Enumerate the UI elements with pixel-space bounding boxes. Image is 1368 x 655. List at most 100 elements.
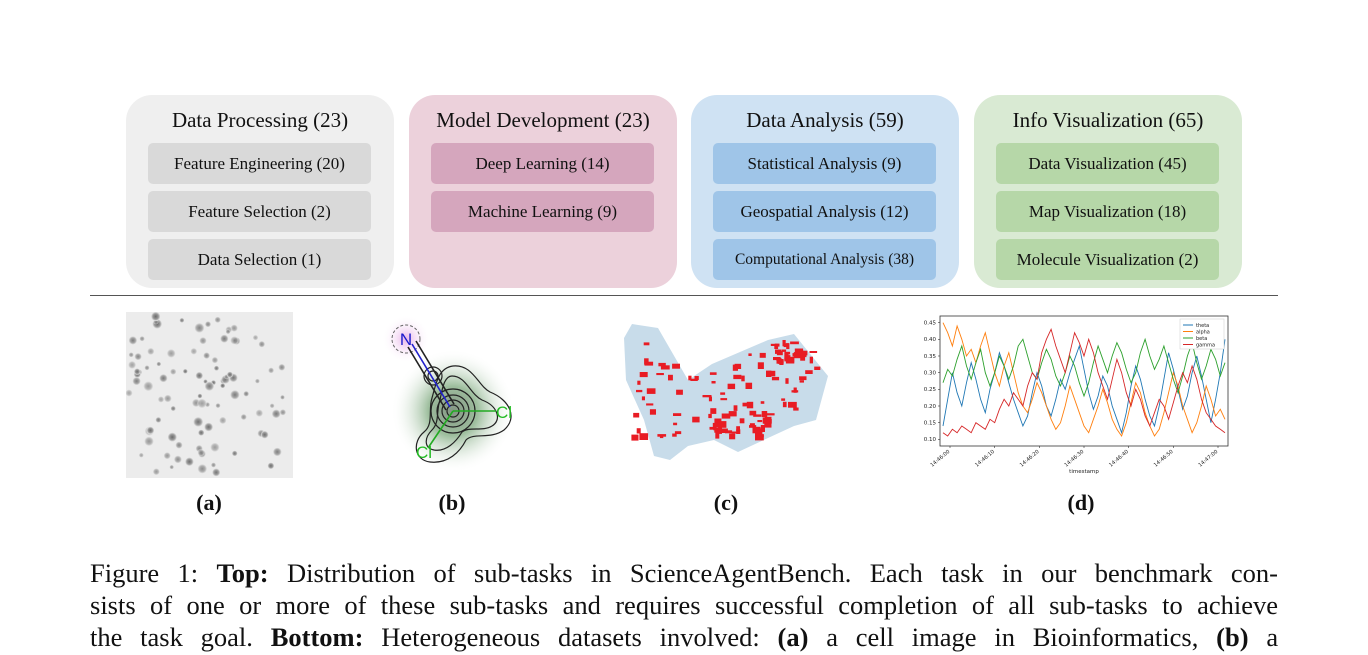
cell-blob [151,312,161,322]
legend-label: gamma [1196,342,1215,348]
building [672,363,680,369]
legend-label: alpha [1196,329,1210,335]
building [720,428,728,433]
category-title: Model Development (23) [436,108,650,132]
building [753,414,762,417]
cell-blob [152,468,160,476]
category-title: Info Visualization (65) [1012,108,1204,132]
subtask-box: Statistical Analysis (9) [713,143,936,184]
building [759,352,766,358]
category-panel-model-development: Model Development (23) Deep Learning (14… [409,95,677,288]
building [767,370,776,377]
cell-blob [164,394,172,403]
building [659,434,664,439]
cell-blob [271,409,281,419]
building [639,372,648,378]
cell-blob [134,353,142,361]
building [782,340,786,347]
building [673,413,682,416]
molecule-image: N Cl Cl [382,315,515,473]
series-line-beta [942,337,1226,398]
cell-image [126,312,293,478]
building [660,365,670,370]
building [673,422,678,426]
building [749,410,757,416]
building [646,388,656,394]
x-tick-label: 14:46:40 [1108,449,1130,469]
building [770,343,778,346]
cell-blob [169,464,174,470]
subtask-box: Map Visualization (18) [996,191,1219,232]
cell-blob [155,417,162,423]
building [755,434,764,441]
building [800,355,806,361]
cell-blob [243,391,249,397]
building [809,351,818,353]
building [643,342,650,346]
building [761,411,768,418]
building [717,421,727,428]
building [734,363,742,369]
building [692,416,700,423]
y-tick-label: 0.35 [924,354,937,360]
cell-blob [147,347,155,355]
cell-blob [159,374,168,383]
cell-blob [199,337,207,345]
building [727,383,736,390]
cell-blob [279,409,286,416]
category-title: Data Processing (23) [171,108,349,132]
building [788,401,797,408]
building [794,348,804,355]
atom-highlight [382,315,430,363]
cell-blob [211,462,216,468]
cell-blob [269,403,275,409]
building [721,413,731,419]
cell-blob [220,334,229,343]
caption-bold: Bottom: [270,622,364,652]
building [720,392,726,395]
cell-blob [197,449,205,456]
building [708,413,712,419]
building [690,378,698,381]
building [766,413,775,416]
building [733,405,738,411]
cell-blob [128,336,138,345]
y-tick-label: 0.45 [924,320,937,326]
cell-blob [258,341,265,348]
y-tick-label: 0.25 [924,387,937,393]
y-tick-label: 0.10 [924,437,937,443]
atom-label: Cl [496,403,512,422]
cell-blob [138,452,144,458]
x-tick-label: 14:46:30 [1064,449,1086,469]
building [709,372,717,375]
building [791,390,799,393]
subtask-box: Machine Learning (9) [431,191,654,232]
building [636,428,641,434]
caption-text: the task goal. [90,622,253,652]
building [656,373,664,376]
category-panel-data-processing: Data Processing (23) Feature Engineering… [126,95,394,288]
cell-blob [230,390,240,400]
y-tick-label: 0.20 [924,404,937,410]
building [708,396,712,402]
building [749,423,755,428]
cell-blob [197,398,207,409]
building [774,345,779,349]
building [733,374,742,380]
cell-blob [255,378,260,384]
building [755,430,763,437]
building [760,425,765,432]
building [771,376,780,381]
cell-blob [268,367,274,374]
cell-blob [225,329,231,335]
legend-label: theta [1196,323,1209,329]
building [644,358,649,365]
x-tick-label: 14:46:00 [930,449,952,469]
building [785,378,789,384]
building [790,341,799,345]
atom-label: Cl [416,443,432,462]
building [757,362,764,369]
panel-label-b: (b) [438,490,466,515]
cell-blob [273,447,282,457]
